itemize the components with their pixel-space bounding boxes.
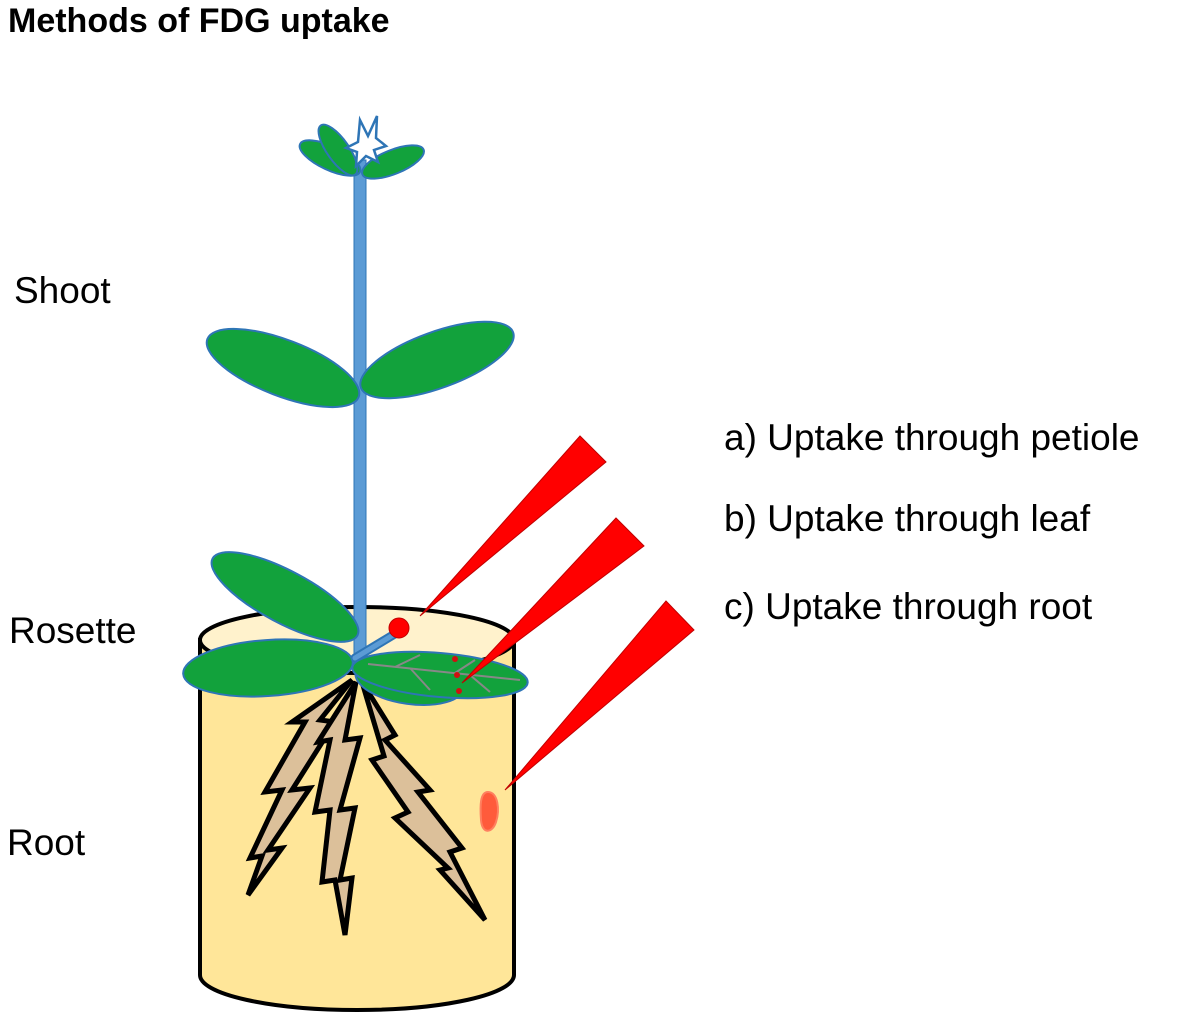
shoot-leaf-right: [359, 320, 515, 400]
root-right: [359, 680, 488, 922]
root-middle: [311, 680, 364, 936]
needles: [419, 435, 695, 791]
method-petiole: a) Uptake through petiole: [724, 417, 1140, 458]
roots: [245, 677, 488, 936]
flower-icon: [342, 115, 389, 170]
rosette-leaf-left: [182, 638, 354, 698]
label-rosette: Rosette: [9, 610, 137, 651]
main-stem: [353, 159, 367, 661]
diagram-title: Methods of FDG uptake: [8, 2, 390, 40]
root-dot: [479, 790, 499, 832]
rosette-leaf-upper: [210, 551, 360, 643]
label-shoot: Shoot: [14, 270, 111, 311]
method-leaf: b) Uptake through leaf: [724, 498, 1091, 539]
flower-cluster: [298, 115, 425, 180]
petiole-dot: [388, 617, 410, 639]
needle-leaf: [461, 517, 645, 684]
method-root: c) Uptake through root: [724, 586, 1093, 627]
shoot-leaf-left: [205, 327, 361, 409]
needle-petiole: [419, 435, 607, 617]
needle-root: [504, 600, 695, 791]
leaf-veins: [367, 654, 521, 693]
label-root: Root: [7, 822, 86, 863]
pot-body: [198, 638, 516, 1012]
leaf-dots: [452, 656, 462, 694]
rosette-leaves: [182, 551, 529, 706]
shoot-leaves: [205, 320, 515, 409]
